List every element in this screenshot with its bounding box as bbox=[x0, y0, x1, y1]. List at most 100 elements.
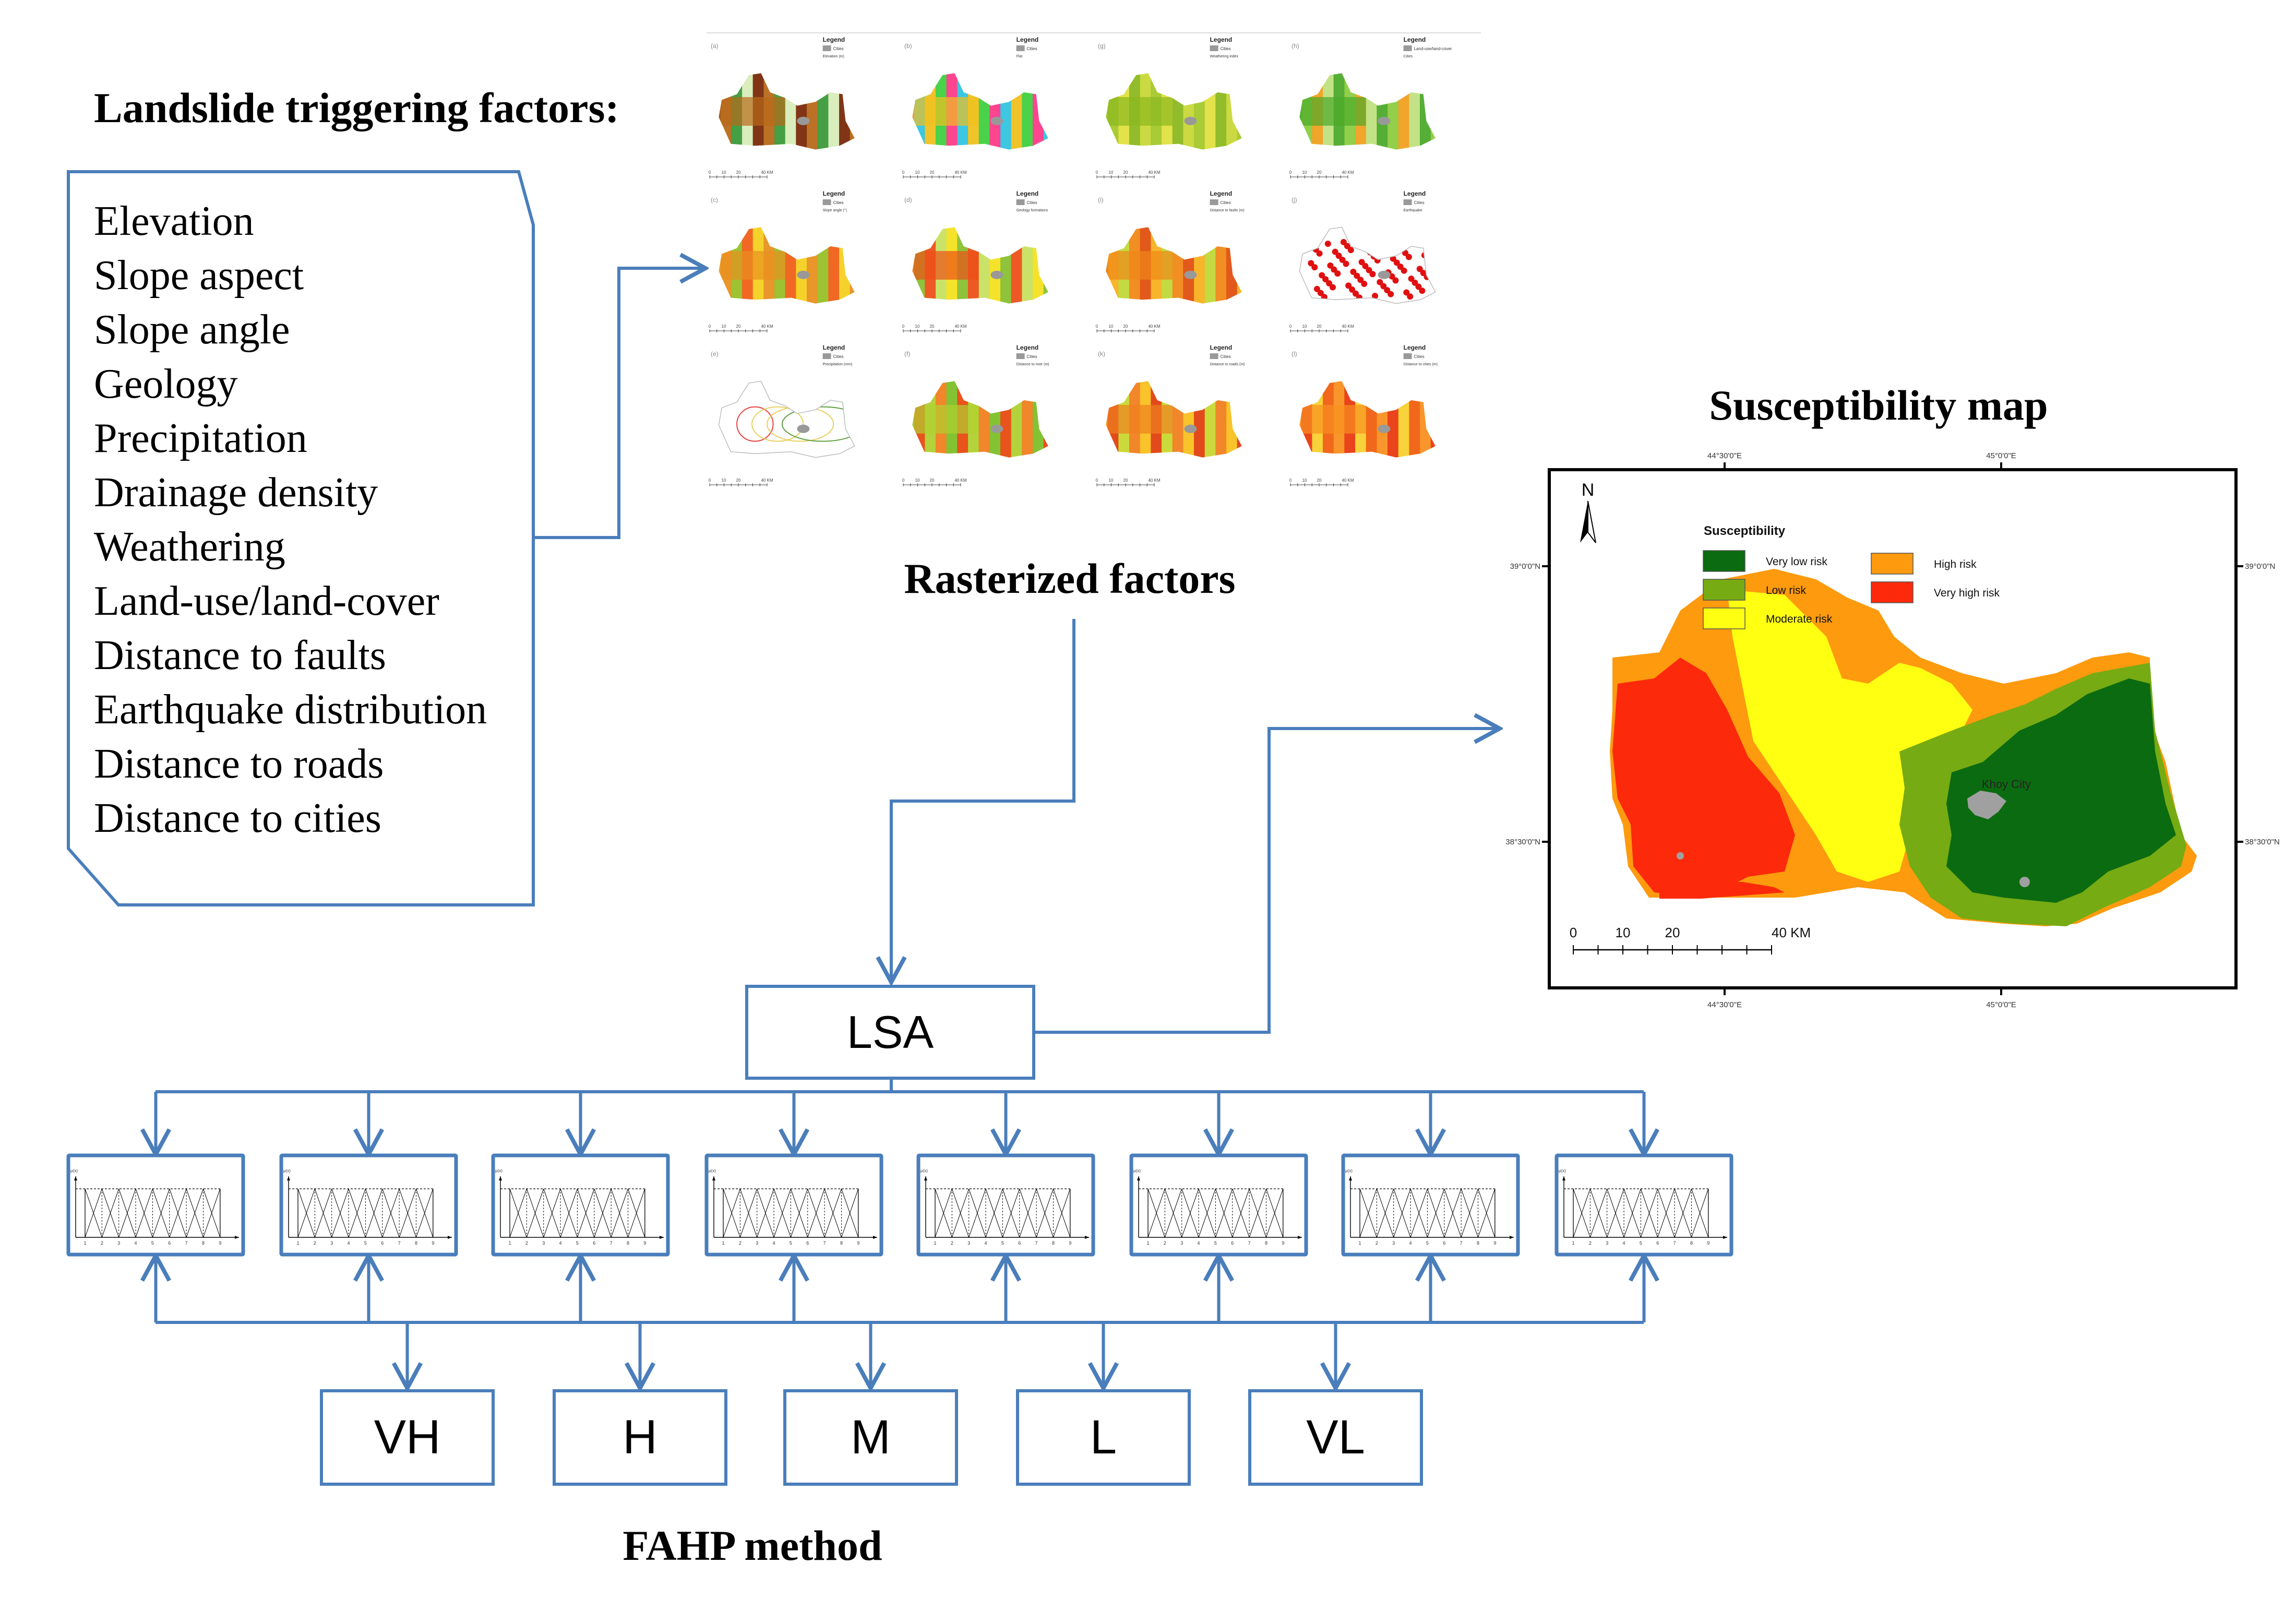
arrow-factors-to-rasters bbox=[533, 268, 704, 539]
map-legend-title: Legend bbox=[1210, 190, 1233, 197]
map-legend-item: Cities bbox=[833, 200, 844, 205]
tick-label: 8 bbox=[1265, 1240, 1267, 1246]
tick-label: 6 bbox=[1018, 1240, 1021, 1246]
tick-label: 5 bbox=[151, 1240, 154, 1246]
scalebar-label: 40 KM bbox=[954, 324, 966, 329]
tick-label: 7 bbox=[610, 1240, 613, 1246]
tick-label: 8 bbox=[1690, 1240, 1693, 1246]
scalebar-label: 10 bbox=[915, 324, 920, 329]
scalebar-label: 0 bbox=[1096, 170, 1098, 175]
tick-label: 1 bbox=[1572, 1240, 1574, 1246]
map-id: (h) bbox=[1292, 42, 1299, 50]
map-legend-title: Legend bbox=[1017, 36, 1039, 43]
city-label: Khoy City bbox=[1982, 778, 2031, 791]
scalebar-label: 20 bbox=[1317, 324, 1322, 329]
susceptibility-map: 44°30'0"E 45°0'0"E 44°30'0"E 45°0'0"E 39… bbox=[1503, 438, 2286, 1023]
tick-label: 8 bbox=[202, 1240, 205, 1246]
map-id: (a) bbox=[711, 42, 719, 50]
factors-box bbox=[67, 170, 535, 906]
map-id: (e) bbox=[711, 350, 719, 357]
tick-label: 6 bbox=[593, 1240, 595, 1246]
map-legend-item: Cities bbox=[1221, 46, 1231, 51]
map-legend-item: Slope angle (°) bbox=[823, 208, 847, 212]
north-arrow-icon: N bbox=[1580, 480, 1596, 543]
class-box-l: L bbox=[1016, 1389, 1191, 1486]
zone-very-high bbox=[1612, 658, 1795, 898]
tick-label: 7 bbox=[823, 1240, 826, 1246]
rasterized-factors-title: Rasterized factors bbox=[904, 555, 1236, 602]
tick-label: 3 bbox=[330, 1240, 333, 1246]
arrow-rasters-to-lsa bbox=[891, 619, 1075, 981]
map-legend-title: Legend bbox=[1017, 190, 1039, 197]
susceptibility-title: Susceptibility map bbox=[1709, 381, 2048, 429]
scalebar-label: 10 bbox=[1302, 324, 1307, 329]
scalebar-label: 0 bbox=[1096, 478, 1098, 483]
map-legend-title: Legend bbox=[1404, 190, 1426, 197]
scalebar-label: 20 bbox=[736, 324, 741, 329]
tick-label: 4 bbox=[985, 1240, 987, 1246]
tick-label: 5 bbox=[1001, 1240, 1004, 1246]
legend-swatch bbox=[1871, 553, 1914, 575]
mu-label: μ(x) bbox=[495, 1168, 503, 1173]
tick-label: 9 bbox=[643, 1240, 646, 1246]
tick-label: 9 bbox=[1493, 1240, 1496, 1246]
tick-label: 1 bbox=[722, 1240, 724, 1246]
map-legend-item: Cities bbox=[1221, 200, 1231, 205]
lon-label-top-1: 44°30'0"E bbox=[1707, 451, 1742, 460]
map-legend-item: Distance to cities (m) bbox=[1404, 363, 1438, 366]
scalebar-label: 20 bbox=[930, 324, 935, 329]
factor-item: Distance to roads bbox=[94, 741, 384, 787]
scalebar-label: 10 bbox=[1109, 170, 1114, 175]
lat-label-left-1: 39°0'0"N bbox=[1510, 562, 1540, 571]
scalebar-label: 0 bbox=[1096, 324, 1098, 329]
tick-label: 2 bbox=[101, 1240, 103, 1246]
tick-label: 7 bbox=[398, 1240, 401, 1246]
fahp-method-title: FAHP method bbox=[623, 1522, 882, 1569]
factor-item: Geology bbox=[94, 361, 238, 407]
lsa-box: LSA bbox=[745, 985, 1035, 1080]
city-khoy bbox=[1967, 791, 2006, 819]
tick-label: 7 bbox=[185, 1240, 188, 1246]
tick-label: 5 bbox=[576, 1240, 579, 1246]
map-legend-item: Distance to roads (m) bbox=[1210, 363, 1245, 366]
tick-label: 1 bbox=[1358, 1240, 1361, 1246]
map-legend-item: Elevation (m) bbox=[823, 55, 844, 58]
tick-label: 4 bbox=[135, 1240, 137, 1246]
scalebar-label: 40 KM bbox=[954, 478, 966, 483]
scalebar-label: 20 bbox=[1317, 478, 1322, 483]
tick-label: 2 bbox=[739, 1240, 742, 1246]
map-legend-item: Cities bbox=[1221, 354, 1231, 359]
factor-item: Distance to faults bbox=[94, 633, 386, 678]
scalebar-label: 40 KM bbox=[1148, 324, 1160, 329]
susceptibility-map-svg: 44°30'0"E 45°0'0"E 44°30'0"E 45°0'0"E 39… bbox=[1505, 451, 2279, 1009]
tick-label: 5 bbox=[790, 1240, 792, 1246]
scalebar-label: 0 bbox=[709, 478, 711, 483]
lat-label-left-2: 38°30'0"N bbox=[1505, 838, 1540, 846]
map-legend-item: Distance to river (m) bbox=[1017, 363, 1049, 366]
scalebar-label: 40 KM bbox=[1772, 925, 1811, 940]
map-legend-item: Flat bbox=[1017, 55, 1023, 58]
scalebar-label: 40 KM bbox=[761, 324, 773, 329]
legend-label: Very high risk bbox=[1934, 587, 2000, 599]
scalebar-label: 40 KM bbox=[1342, 324, 1354, 329]
scalebar-label: 20 bbox=[736, 170, 741, 175]
tick-label: 3 bbox=[117, 1240, 120, 1246]
tick-label: 8 bbox=[1052, 1240, 1055, 1246]
factor-item: Earthquake distribution bbox=[94, 687, 487, 733]
scalebar-label: 10 bbox=[1302, 478, 1307, 483]
map-id: (f) bbox=[904, 350, 910, 357]
factor-item: Land-use/land-cover bbox=[94, 578, 439, 624]
tick-label: 6 bbox=[381, 1240, 384, 1246]
map-legend-item: Cities bbox=[833, 354, 844, 359]
class-arrows bbox=[408, 1322, 1336, 1387]
